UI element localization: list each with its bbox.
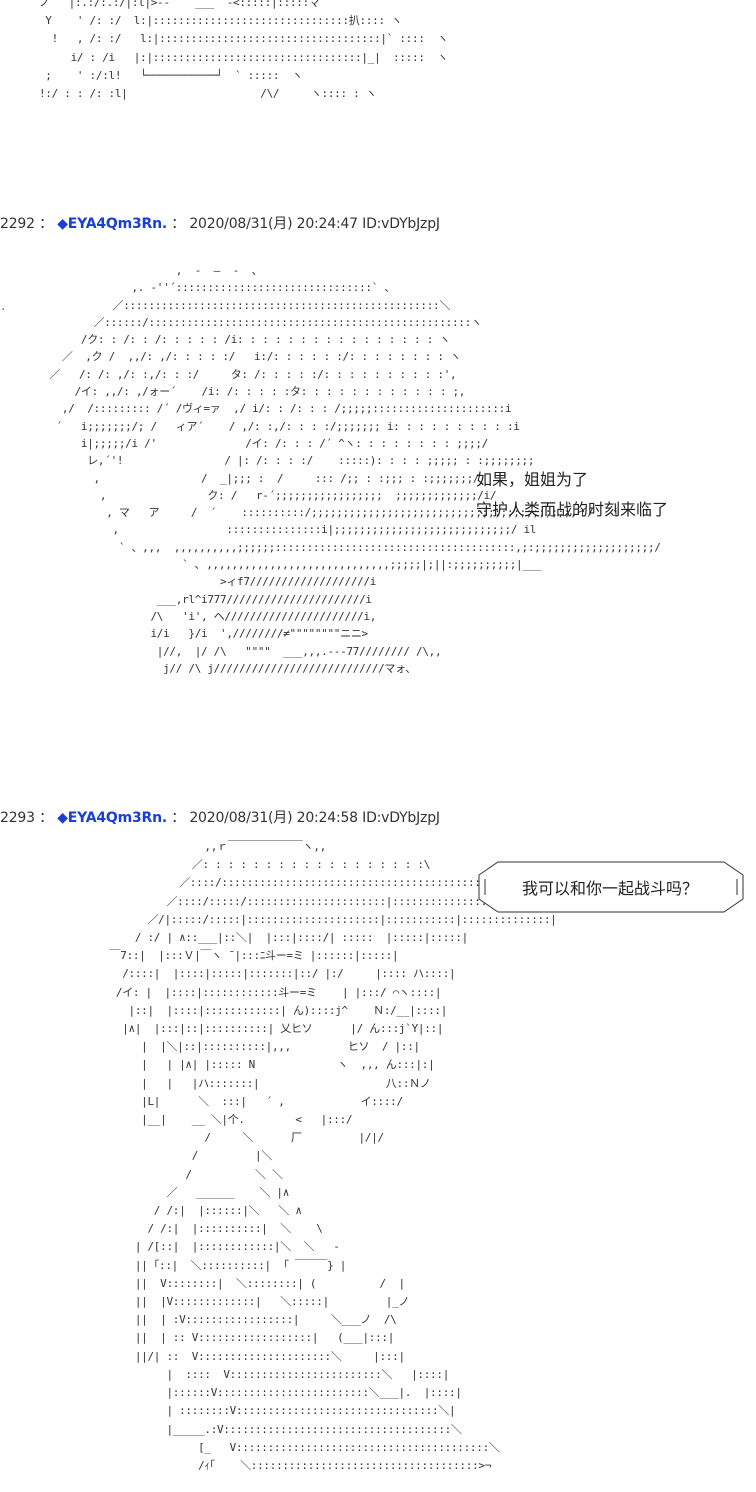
trip-diamond-icon: ◆ <box>57 810 68 826</box>
poster-name-link[interactable]: EYA4Qm3Rn. <box>67 810 167 826</box>
poster-name-link[interactable]: EYA4Qm3Rn. <box>67 216 167 232</box>
post-id: ID:vDYbJzpJ <box>362 810 440 826</box>
dialogue-line: 如果，姐姐为了 <box>476 470 589 489</box>
ascii-art-girl-standing: ,,ｒ￣￣￣￣￣￣￣ヽ,, ／: : : : : : : : : : : : :… <box>109 840 564 1472</box>
post-number: 2292 <box>0 216 35 232</box>
speech-bubble-text: 我可以和你一起战斗吗？ <box>521 879 698 898</box>
post-id: ID:vDYbJzpJ <box>362 216 440 232</box>
speech-bubble: 我可以和你一起战斗吗？ <box>476 861 744 913</box>
name-colon: ： <box>171 216 186 232</box>
dialogue-line: 守护人类而战的时刻来临了 <box>476 500 669 519</box>
post-header-2293: 2293 ： ◆EYA4Qm3Rn. ： 2020/08/31(月) 20:24… <box>0 807 440 827</box>
post-number-separator: ： <box>39 216 53 232</box>
post-datetime: 2020/08/31(月) 20:24:47 <box>189 216 358 232</box>
name-colon: ： <box>171 810 186 826</box>
post-number-separator: ： <box>39 810 53 826</box>
ascii-art-girl-profile: , - ― - 、 ,. -''´:::::::::::::::::::::::… <box>49 264 661 675</box>
trip-diamond-icon: ◆ <box>57 216 68 232</box>
speech-bubble-outline <box>478 861 744 913</box>
post-header-2292: 2292 ： ◆EYA4Qm3Rn. ： 2020/08/31(月) 20:24… <box>0 213 440 233</box>
post-datetime: 2020/08/31(月) 20:24:58 <box>189 810 358 826</box>
ascii-art-top-cropped: ノ |:.:/:.:/|:l|>-- ___ -<:::::|:::::マ Y … <box>38 0 448 101</box>
dialogue-block-2292: 如果，姐姐为了 守护人类而战的时刻来临了 <box>476 466 668 524</box>
post-number: 2293 <box>0 810 35 826</box>
left-edge-marks: . <box>0 300 7 313</box>
